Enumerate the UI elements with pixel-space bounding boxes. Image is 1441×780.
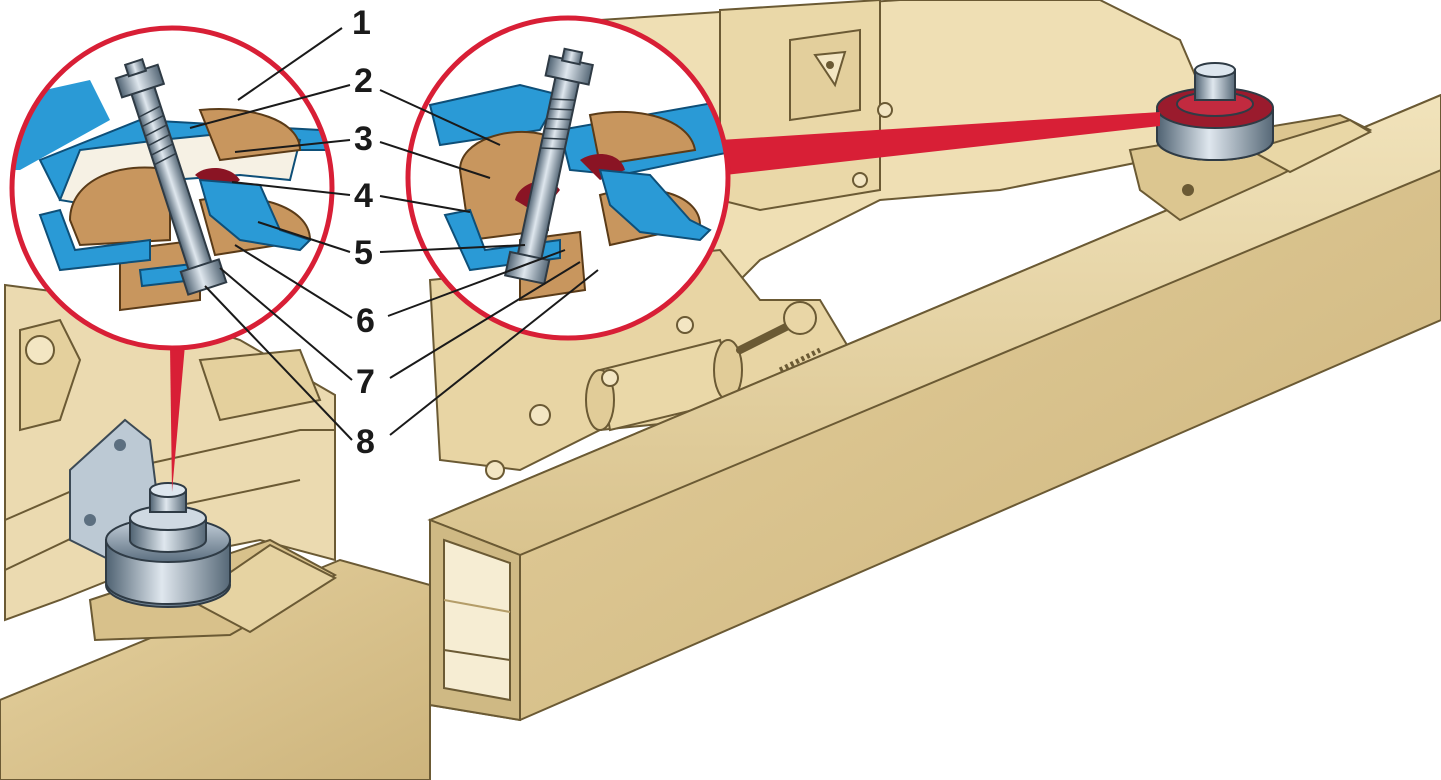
left-engine-mount xyxy=(69,418,231,608)
callout-1: 1 xyxy=(352,4,371,42)
callout-3: 3 xyxy=(354,120,373,158)
left-magnifier-beam xyxy=(170,345,185,492)
callout-5: 5 xyxy=(354,234,373,272)
right-engine-mount xyxy=(1128,62,1373,222)
right-detail-circle xyxy=(405,15,731,341)
callout-2: 2 xyxy=(354,62,373,100)
callout-4: 4 xyxy=(354,177,373,215)
callout-labels: 1 2 3 4 5 6 7 8 xyxy=(352,4,375,461)
callout-7: 7 xyxy=(356,363,375,401)
right-magnifier-beam xyxy=(720,112,1160,175)
callout-8: 8 xyxy=(356,423,375,461)
leader-lines xyxy=(189,27,599,441)
callout-6: 6 xyxy=(356,302,375,340)
